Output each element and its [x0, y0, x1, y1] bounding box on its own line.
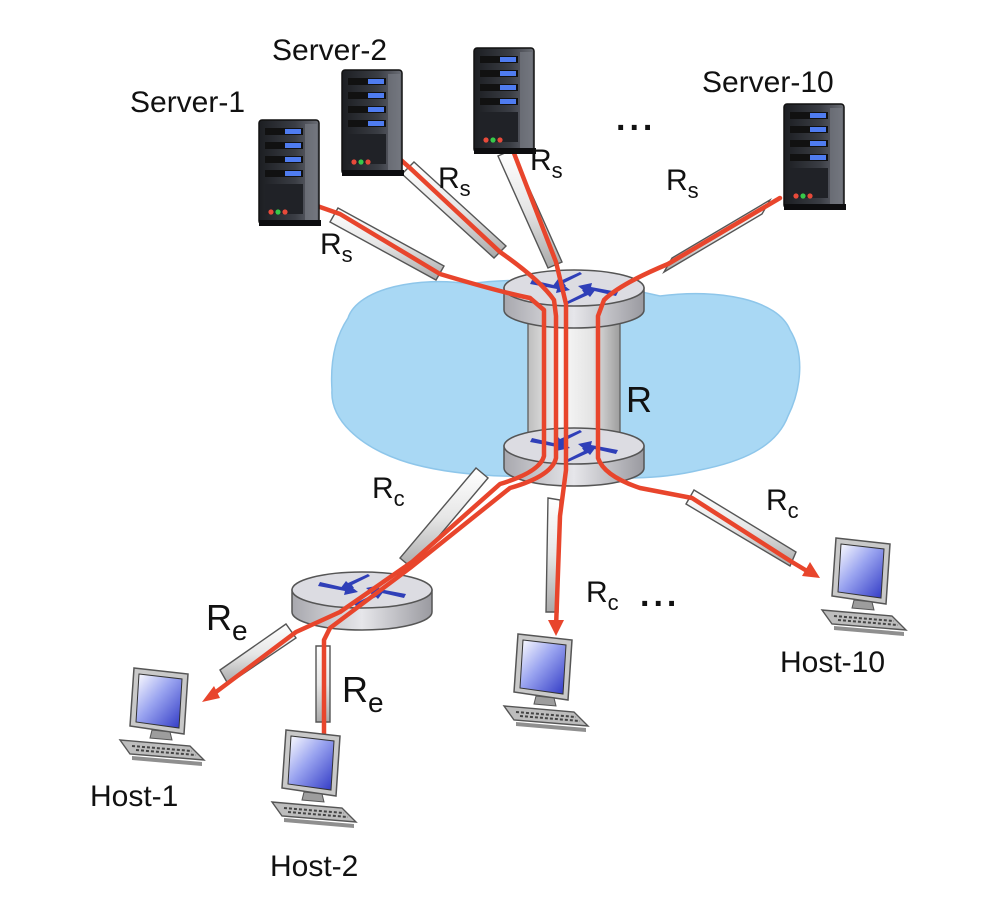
rate-label-edge-host-1: Re — [206, 597, 248, 646]
servers-ellipsis: ... — [616, 100, 656, 138]
arrowhead-host-1 — [202, 686, 220, 702]
server-2-icon — [341, 69, 405, 177]
rate-label-client-host-3: Rc — [586, 576, 619, 615]
route-server-2-to-host-2 — [321, 149, 559, 755]
server-1-icon — [258, 119, 322, 227]
traffic-routes — [202, 145, 820, 760]
host-3-icon — [503, 633, 589, 733]
server-1-label: Server-1 — [130, 86, 245, 119]
server-10-label: Server-10 — [702, 66, 834, 99]
host-1-icon — [119, 667, 205, 767]
rate-label-client-host-10: Rc — [766, 484, 799, 523]
rate-label-server-10: Rs — [666, 164, 699, 203]
host-2-icon — [271, 729, 357, 829]
rate-label-server-2: Rs — [438, 162, 471, 201]
route-server-3-to-host-3 — [509, 145, 569, 631]
core-router-bottom — [503, 427, 645, 487]
rate-label-server-3: Rs — [530, 144, 563, 183]
server-3-icon — [473, 47, 537, 155]
host-10-label: Host-10 — [780, 646, 885, 679]
arrowhead-host-3 — [548, 620, 564, 636]
server-10-icon — [783, 103, 847, 211]
host-1-label: Host-1 — [90, 780, 178, 813]
rate-label-server-1: Rs — [320, 228, 353, 267]
host-10-icon — [821, 537, 907, 637]
hosts-ellipsis: ... — [640, 576, 680, 614]
rate-label-shared: R — [626, 379, 652, 420]
route-server-1-to-host-1 — [205, 197, 547, 701]
route-server-10-to-host-10 — [595, 195, 815, 577]
host-2-label: Host-2 — [270, 850, 358, 883]
edge-router — [291, 571, 433, 631]
rate-label-client-edge: Rc — [372, 472, 405, 511]
server-2-label: Server-2 — [272, 34, 387, 67]
rate-label-edge-host-2: Re — [342, 669, 384, 718]
arrowhead-host-10 — [802, 562, 820, 578]
